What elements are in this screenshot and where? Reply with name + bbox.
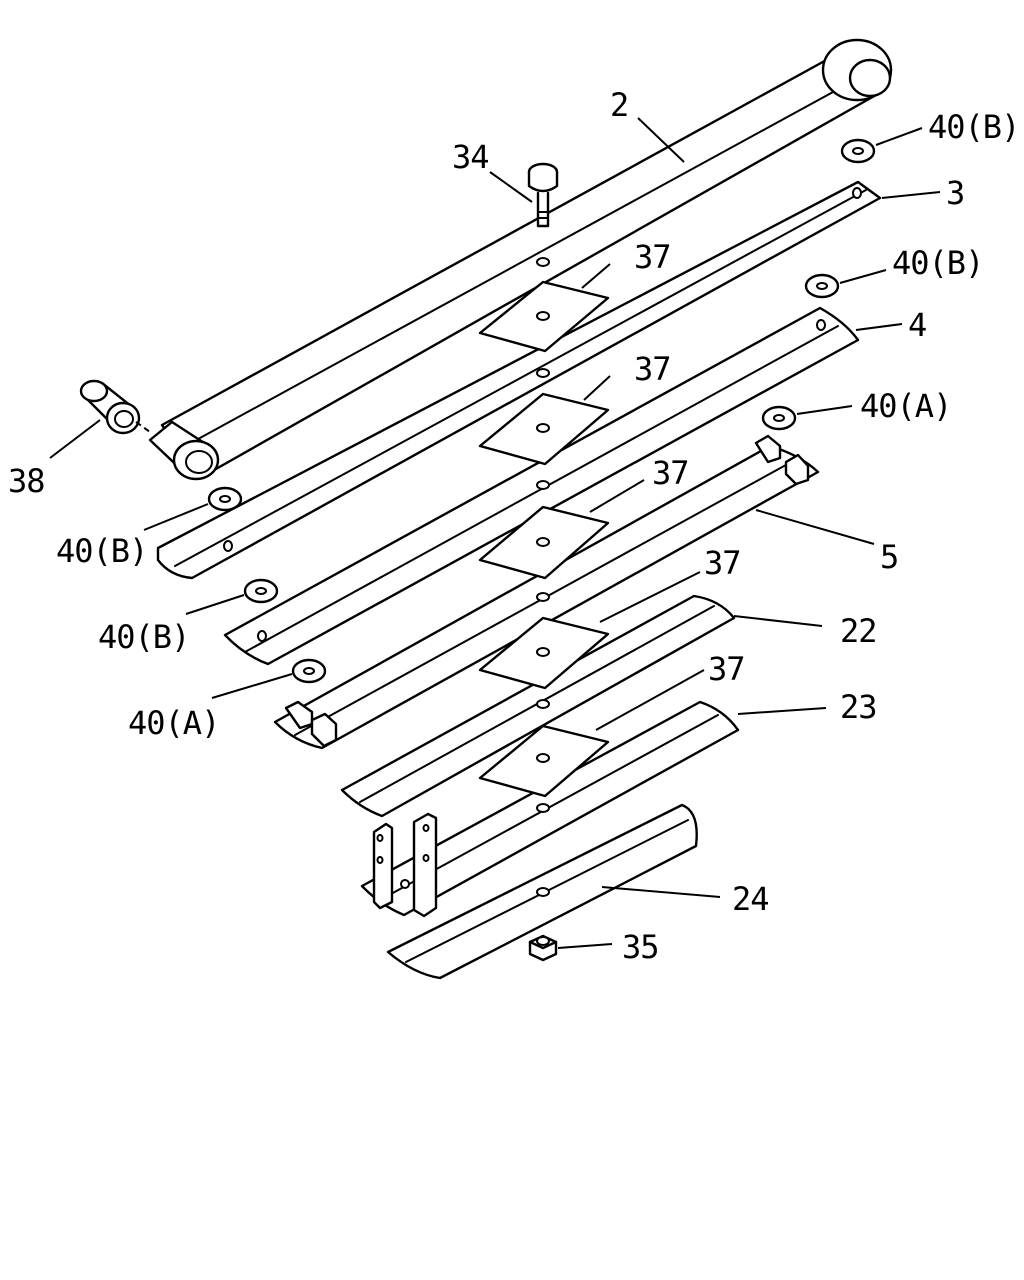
label-washer-40a-left: 40(A) — [128, 704, 219, 742]
label-leaf-22: 22 — [840, 612, 877, 650]
label-leaf-2: 2 — [610, 86, 628, 124]
label-leaf-3: 3 — [946, 174, 964, 212]
center-holes — [536, 257, 550, 897]
nut-35 — [528, 934, 558, 962]
main-leaf-2 — [148, 38, 893, 481]
label-pad-37-2: 37 — [634, 350, 671, 388]
label-bushing-38: 38 — [8, 462, 45, 500]
label-pad-37-1: 37 — [634, 238, 671, 276]
label-nut-35: 35 — [622, 928, 659, 966]
label-washer-40b-top: 40(B) — [928, 108, 1019, 146]
label-leaf-24: 24 — [732, 880, 769, 918]
label-bolt-34: 34 — [452, 138, 489, 176]
label-washer-40b-left2: 40(B) — [98, 618, 189, 656]
label-leaf-23: 23 — [840, 688, 877, 726]
callout-labels: 2 34 40(B) 3 40(B) 4 40(A) 5 37 37 37 37… — [8, 86, 1020, 966]
leaf-23 — [360, 700, 740, 918]
label-washer-40a-right: 40(A) — [860, 387, 951, 425]
bushing-38 — [79, 379, 151, 435]
label-pad-37-4: 37 — [704, 544, 741, 582]
label-leaf-5: 5 — [880, 538, 898, 576]
washers-40 — [207, 138, 876, 684]
label-washer-40b-right: 40(B) — [892, 244, 983, 282]
center-bolt-34 — [527, 162, 559, 228]
leader-lines — [49, 117, 941, 949]
label-pad-37-5: 37 — [708, 650, 745, 688]
label-leaf-4: 4 — [908, 306, 926, 344]
label-washer-40b-left: 40(B) — [56, 532, 147, 570]
leaf-3 — [156, 180, 882, 580]
label-pad-37-3: 37 — [652, 454, 689, 492]
